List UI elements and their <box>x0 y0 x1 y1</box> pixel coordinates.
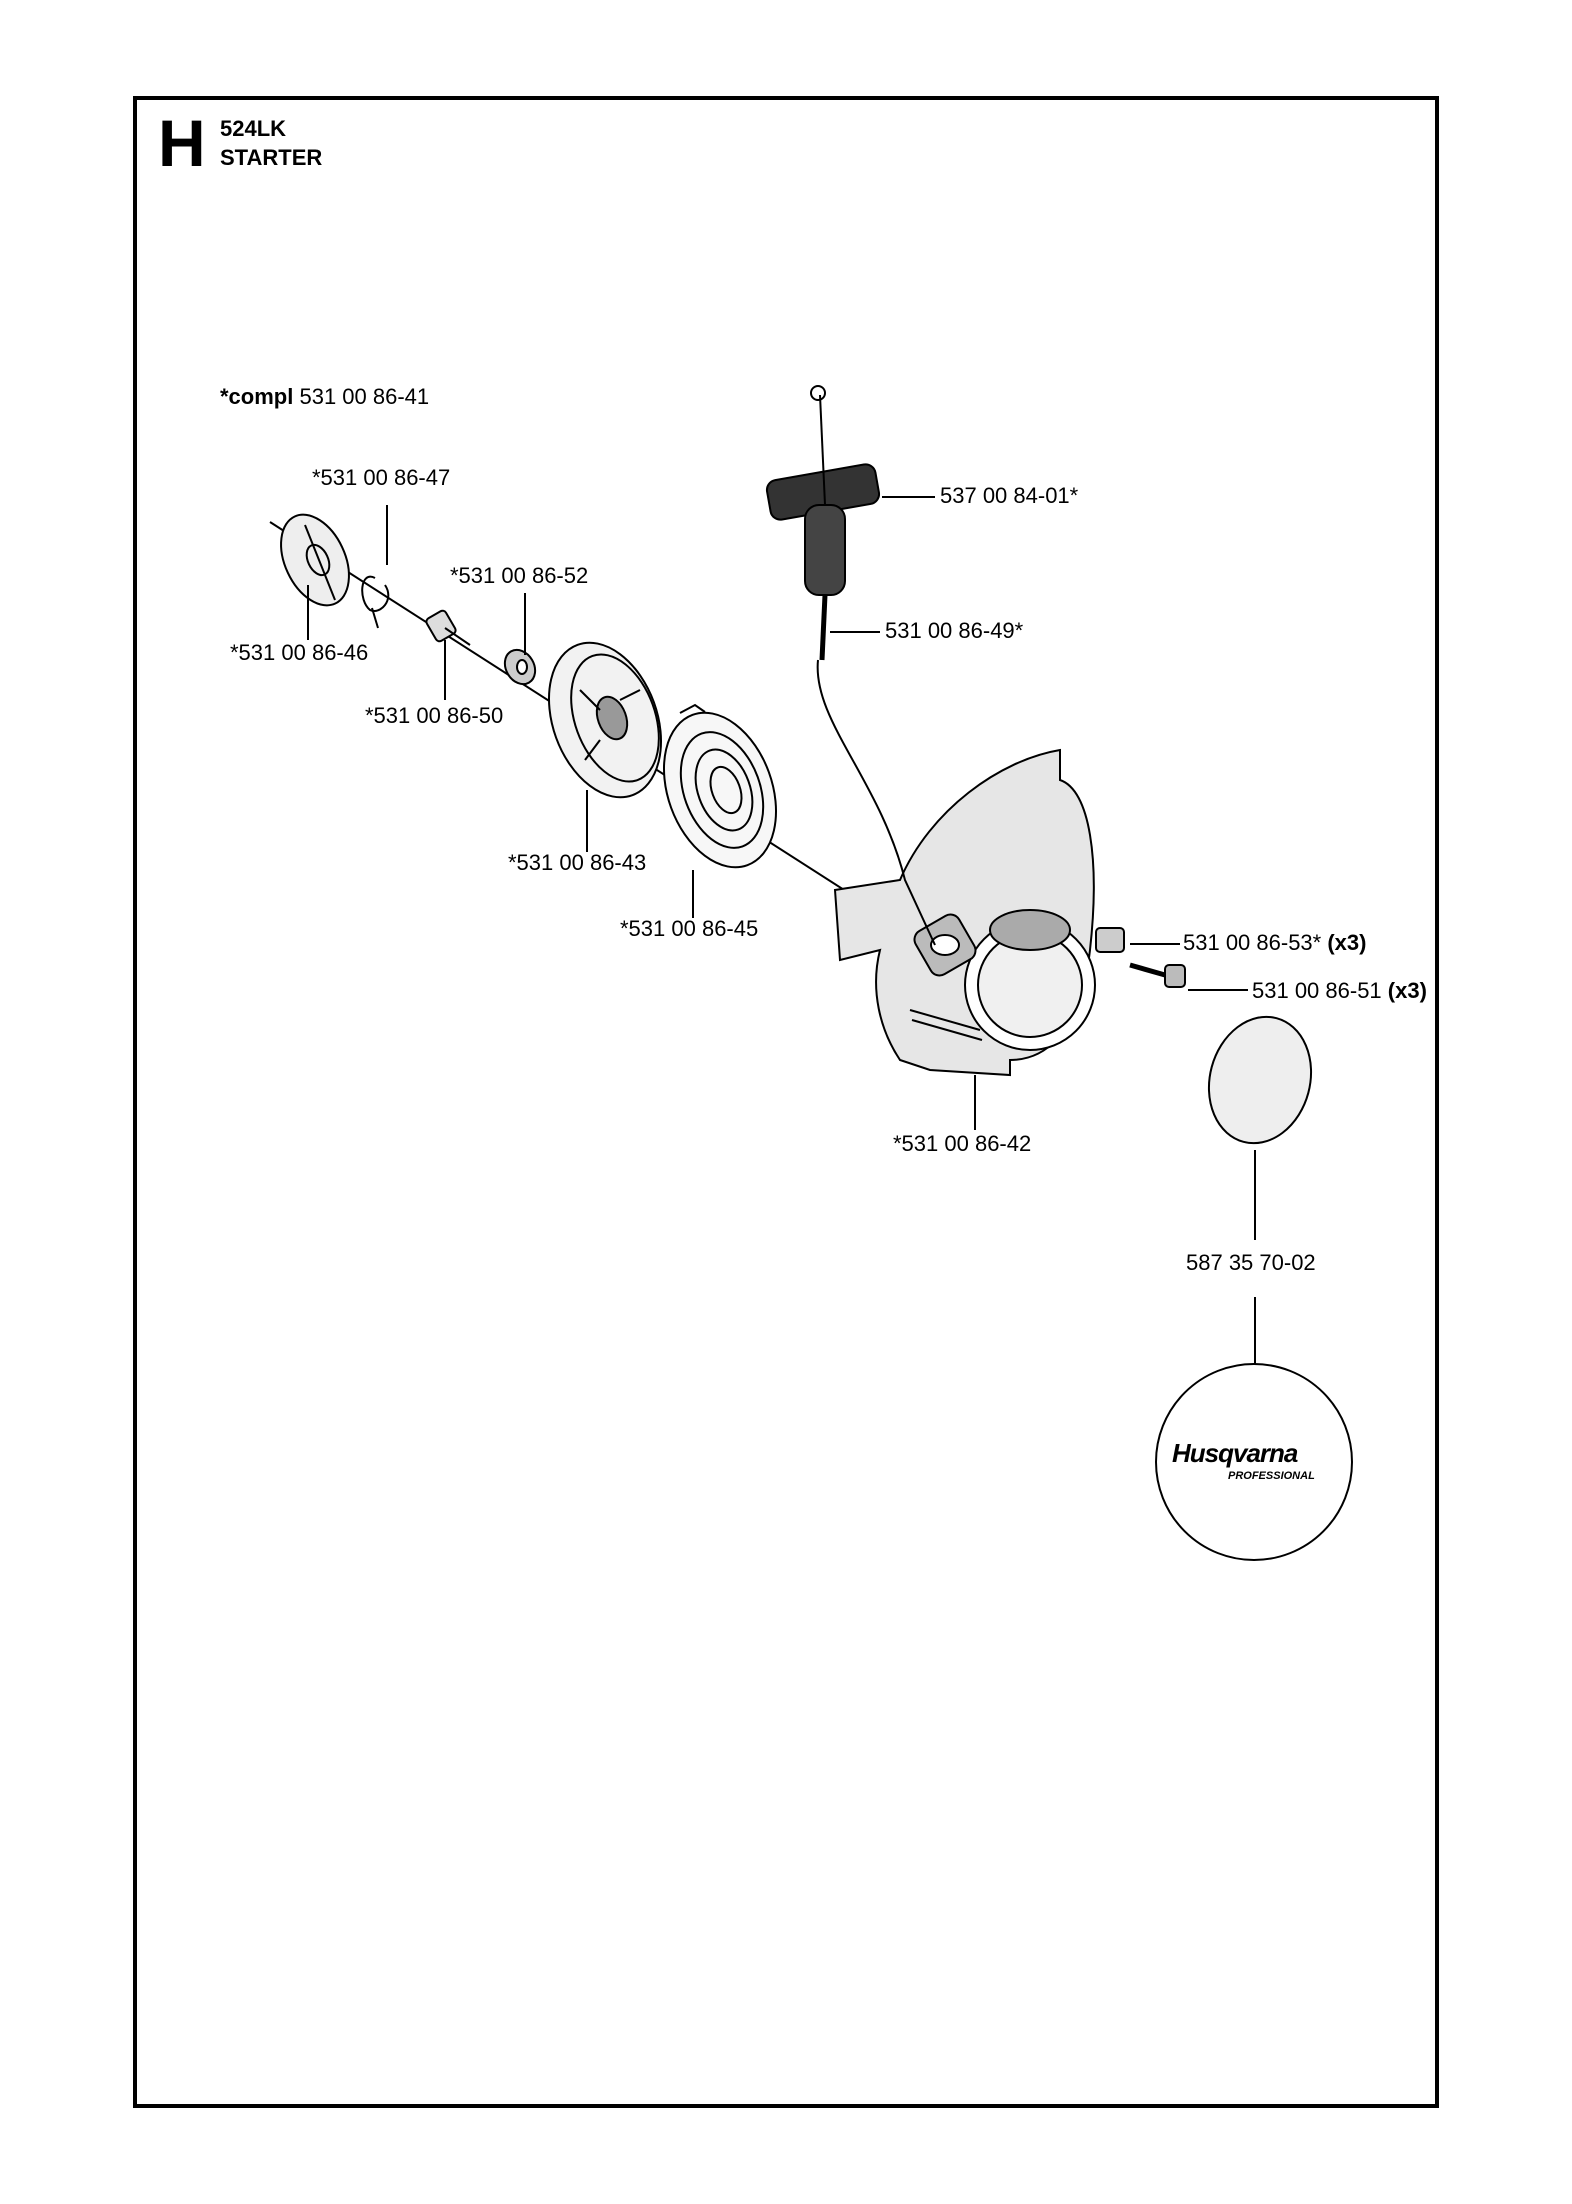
rope-pulley <box>547 641 663 799</box>
starter-rope <box>816 659 936 946</box>
section-title: STARTER <box>220 145 323 170</box>
part-qty-51: (x3) <box>1387 978 1427 1003</box>
part-label-45: *531 00 86-45 <box>620 916 759 941</box>
section-letter: H <box>158 106 206 180</box>
kit-prefix: *compl <box>220 384 294 409</box>
decal-blank <box>1207 1015 1313 1145</box>
kit-part-number: 531 00 86-41 <box>299 384 430 409</box>
part-qty-53: (x3) <box>1327 930 1367 955</box>
pawl-plate <box>280 513 350 607</box>
logo-brand: Husqvarna <box>1172 1438 1298 1468</box>
circlip <box>361 575 390 612</box>
part-label-49: 531 00 86-49* <box>885 618 1024 643</box>
part-label-decal: 587 35 70-02 <box>1186 1250 1316 1275</box>
spacer <box>1095 927 1125 953</box>
housing-screw <box>1129 962 1186 988</box>
part-number-53: 531 00 86-53* <box>1183 930 1322 955</box>
kit-label: *compl 531 00 86-41 <box>220 386 429 408</box>
part-label-53: 531 00 86-53* (x3) <box>1183 932 1366 954</box>
page-frame <box>133 96 1439 2108</box>
logo-tagline: PROFESSIONAL <box>1228 1470 1315 1482</box>
part-label-47: *531 00 86-47 <box>312 465 451 490</box>
part-label-handle: 537 00 84-01* <box>940 483 1079 508</box>
bushing <box>503 648 537 686</box>
part-label-52: *531 00 86-52 <box>450 563 589 588</box>
part-label-51: 531 00 86-51 (x3) <box>1252 980 1427 1002</box>
starter-handle <box>765 385 881 661</box>
part-label-46: *531 00 86-46 <box>230 640 369 665</box>
model-name: 524LK <box>220 116 287 141</box>
part-label-42: *531 00 86-42 <box>893 1131 1032 1156</box>
part-number-51: 531 00 86-51 <box>1252 978 1382 1003</box>
part-label-43: *531 00 86-43 <box>508 850 647 875</box>
center-screw <box>425 609 471 646</box>
starter-housing <box>833 748 1096 1077</box>
recoil-spring <box>662 703 778 869</box>
part-label-50: *531 00 86-50 <box>365 703 504 728</box>
